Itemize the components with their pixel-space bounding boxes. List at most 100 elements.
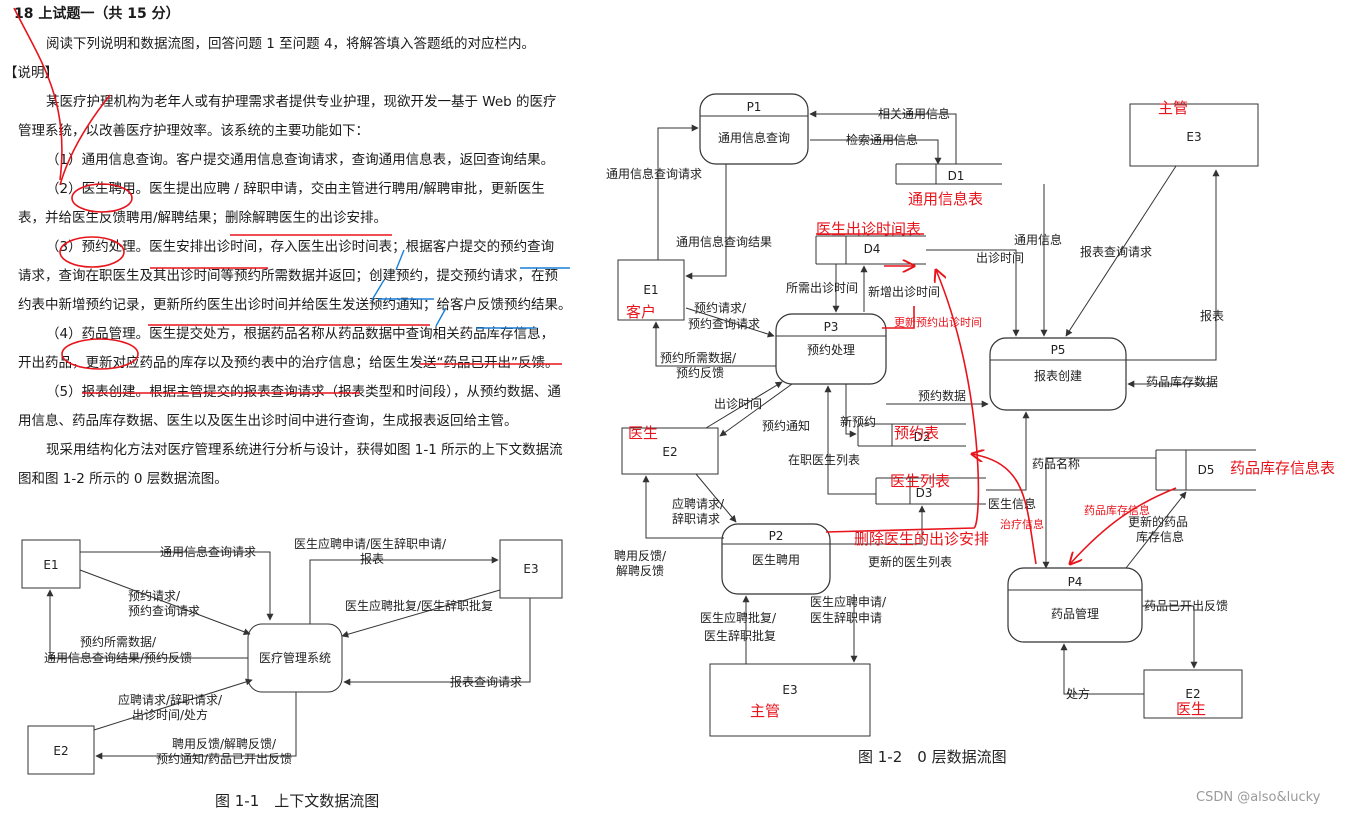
lbl-chuzhen-time: 出诊时间 — [976, 251, 1024, 265]
anno-e2-bottom: 医生 — [1176, 700, 1206, 718]
external-entities — [617, 103, 1259, 737]
ctx-flow-apply — [309, 556, 499, 624]
lbl-yikaichu: 药品已开出反馈 — [1144, 599, 1228, 613]
flow-report-req — [1065, 165, 1177, 337]
data-stores — [815, 163, 1256, 505]
flow-prescription — [1060, 643, 1144, 695]
p4-name: 药品管理 — [1051, 606, 1099, 621]
p5-name: 报表创建 — [1034, 368, 1082, 383]
ctx-entity-e3-label: E3 — [523, 562, 538, 576]
lbl-yingpin-b: 辞职请求 — [672, 511, 720, 526]
store-d5-label: D5 — [1198, 463, 1215, 477]
anno-d3: 医生列表 — [890, 472, 950, 490]
lbl-tongyong-req: 通用信息查询请求 — [606, 166, 702, 181]
p1-name: 通用信息查询 — [718, 130, 790, 145]
red-stroke-top — [13, 7, 63, 181]
flow-medicine-name — [1042, 457, 1156, 569]
context-diagram: E1 E3 E2 医疗管理系统 通用信息查询请求 预约请求/ 预约查询请求 预约… — [21, 536, 563, 810]
flow-hire-req — [695, 473, 737, 523]
lbl-yuyue-req-b: 预约查询请求 — [688, 316, 760, 331]
lbl-yaopin-kucun: 药品库存数据 — [1146, 374, 1218, 389]
ctx-label-f2a: 预约请求/ — [128, 588, 181, 603]
entity-e3-bottom-label: E3 — [782, 683, 797, 697]
level0-diagram: P1 通用信息查询 P3 预约处理 P5 报表创建 P2 医生聘用 P4 药品管… — [606, 93, 1335, 805]
function-3a: （3）预约处理。医生安排出诊时间，存入医生出诊时间表；根据客户提交的预约查询 — [46, 239, 555, 255]
ctx-flow-doctor-req — [93, 678, 253, 731]
red-new-time-bracket — [882, 306, 915, 329]
red-annotation-strokes — [816, 233, 1177, 564]
flow-related-info — [809, 110, 957, 164]
lbl-yuyue-notice: 预约通知 — [762, 418, 810, 433]
flow-lines — [642, 110, 1220, 695]
lbl-yuyue-data: 预约数据 — [918, 388, 966, 403]
anno-e1: 客户 — [626, 303, 656, 321]
lbl-xin-yuyue: 新预约 — [840, 414, 876, 429]
store-d5 — [1155, 449, 1256, 491]
p2-name: 医生聘用 — [752, 553, 800, 567]
lbl-zaizhi: 在职医生列表 — [788, 453, 860, 467]
function-3b: 请求，查询在职医生及其出诊时间等预约所需数据并返回；创建预约，提交预约请求，在预 — [18, 268, 558, 284]
lbl-chufang: 处方 — [1066, 686, 1090, 701]
entity-e2-left-label: E2 — [662, 445, 677, 459]
watermark: CSDN @also&lucky — [1196, 790, 1321, 805]
ctx-entity-e1 — [21, 539, 81, 589]
process-p3 — [775, 313, 887, 385]
function-3c: 约表中新增预约记录，更新所约医生出诊时间并给医生发送预约通知；给客户反馈预约结果… — [18, 297, 572, 313]
blue-tick-2 — [371, 279, 385, 301]
store-d1 — [895, 163, 1002, 185]
flow-update-list — [830, 505, 926, 545]
lbl-xiangguan: 相关通用信息 — [878, 106, 950, 121]
ctx-flow-lines — [46, 551, 531, 760]
process-dividers — [700, 115, 1142, 591]
lbl-chuzhen-time-2: 出诊时间 — [714, 397, 762, 411]
circle-booking — [59, 236, 125, 268]
lbl-baobiao-req: 报表查询请求 — [1080, 244, 1152, 259]
flow-report — [1126, 169, 1220, 361]
store-d4 — [815, 235, 926, 265]
anno-e3-bottom: 主管 — [750, 702, 780, 720]
flow-new-booking — [845, 384, 857, 438]
flow-hire-res — [642, 475, 724, 539]
store-d2-label: D2 — [914, 430, 931, 444]
anno-d4: 医生出诊时间表 — [816, 220, 921, 238]
circle-doctor-hire — [71, 183, 133, 213]
anno-update-d4: 更新预约出诊时间 — [894, 315, 982, 329]
lbl-pinyong-b: 解聘反馈 — [616, 564, 664, 578]
function-4a: （4）药品管理。医生提交处方，根据药品名称从药品数据中查询相关药品库存信息， — [46, 326, 555, 342]
ctx-label-f7b: 出诊时间/处方 — [132, 707, 208, 722]
anno-d1: 通用信息表 — [908, 190, 983, 208]
process-p5 — [989, 337, 1127, 411]
ctx-entity-e2 — [27, 725, 95, 775]
flow-query-req — [657, 124, 699, 260]
ctx-flow-report-req — [343, 598, 531, 686]
lbl-yuyue-res-a: 预约所需数据/ — [660, 350, 737, 365]
p4-id: P4 — [1068, 575, 1083, 589]
ctx-label-f6: 报表查询请求 — [450, 674, 522, 689]
blue-tick-1 — [395, 249, 405, 271]
flow-visit-time — [926, 249, 1020, 337]
lbl-pifu-b: 医生辞职批复 — [704, 628, 776, 643]
lbl-yuyue-res-b: 预约反馈 — [676, 365, 724, 380]
entity-e2-left — [621, 427, 719, 475]
ctx-flow-approve — [341, 589, 501, 638]
anno-d5: 药品库存信息表 — [1230, 459, 1335, 477]
flow-booking-res — [652, 321, 776, 367]
ctx-system-label: 医疗管理系统 — [259, 650, 331, 665]
flow-search-info — [810, 139, 942, 165]
flow-issued — [1142, 605, 1198, 669]
store-d3-label: D3 — [916, 486, 933, 500]
anno-d5-flow: 药品库存信息 — [1084, 503, 1150, 517]
red-stroke-arc — [59, 94, 111, 186]
entity-e3-top-label: E3 — [1186, 130, 1201, 144]
ctx-entity-e3 — [499, 539, 563, 599]
process-p1 — [699, 93, 809, 165]
lbl-pifu-a: 医生应聘批复/ — [700, 610, 777, 625]
circle-medicine — [61, 338, 139, 370]
process-p2 — [721, 523, 831, 595]
anno-treat: 治疗信息 — [1000, 517, 1044, 531]
ctx-flow-query — [80, 551, 274, 621]
anno-e2: 医生 — [628, 424, 658, 442]
ctx-flow-booking-req — [79, 569, 251, 636]
lbl-gengxin-list: 更新的医生列表 — [868, 554, 952, 569]
function-5a: （5）报表创建。根据主管提交的报表查询请求（报表类型和时间段），从预约数据、通 — [46, 384, 561, 400]
